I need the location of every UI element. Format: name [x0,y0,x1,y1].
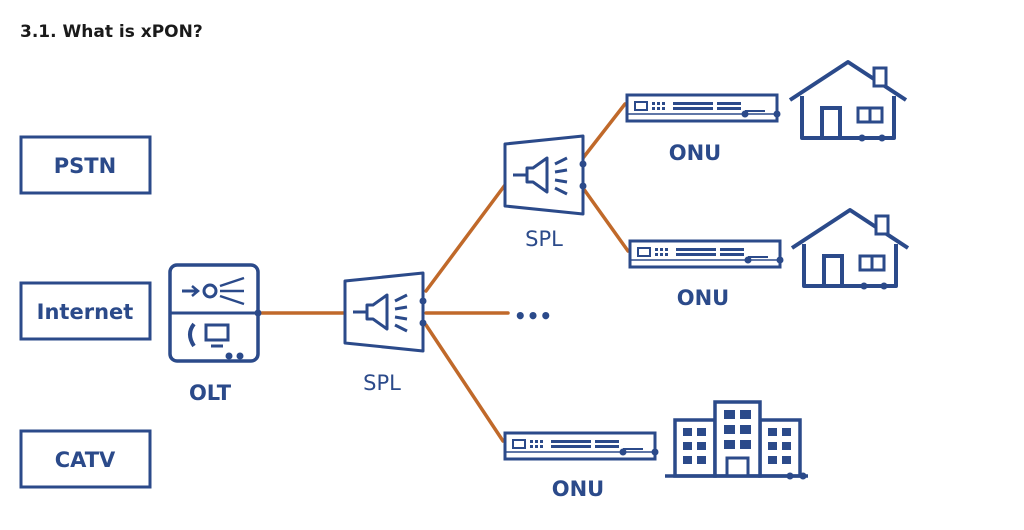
source-catv: CATV [19,429,152,489]
house-icon [790,208,910,292]
onu-device-icon [625,93,782,123]
source-catv-label: CATV [55,448,116,472]
onu-label-1: ONU [669,141,721,165]
splitter-icon [343,271,428,353]
office-building-icon [665,400,808,480]
more-branches-ellipsis: ••• [514,304,552,328]
fiber-links [260,102,630,443]
olt-device-icon [168,263,262,363]
splitter-icon [503,134,588,216]
onu-label-3: ONU [552,477,604,501]
house-icon [788,60,908,144]
section-heading: 3.1. What is xPON? [20,22,203,42]
splitter-label-branch: SPL [525,227,563,251]
olt-label: OLT [189,381,232,405]
source-internet: Internet [19,281,152,341]
onu-device-icon [503,431,660,461]
onu-device-icon [628,239,785,269]
splitter-label-main: SPL [363,371,401,395]
source-pstn-label: PSTN [54,154,116,178]
source-pstn: PSTN [19,135,152,195]
onu-label-2: ONU [677,286,729,310]
source-internet-label: Internet [37,300,134,324]
